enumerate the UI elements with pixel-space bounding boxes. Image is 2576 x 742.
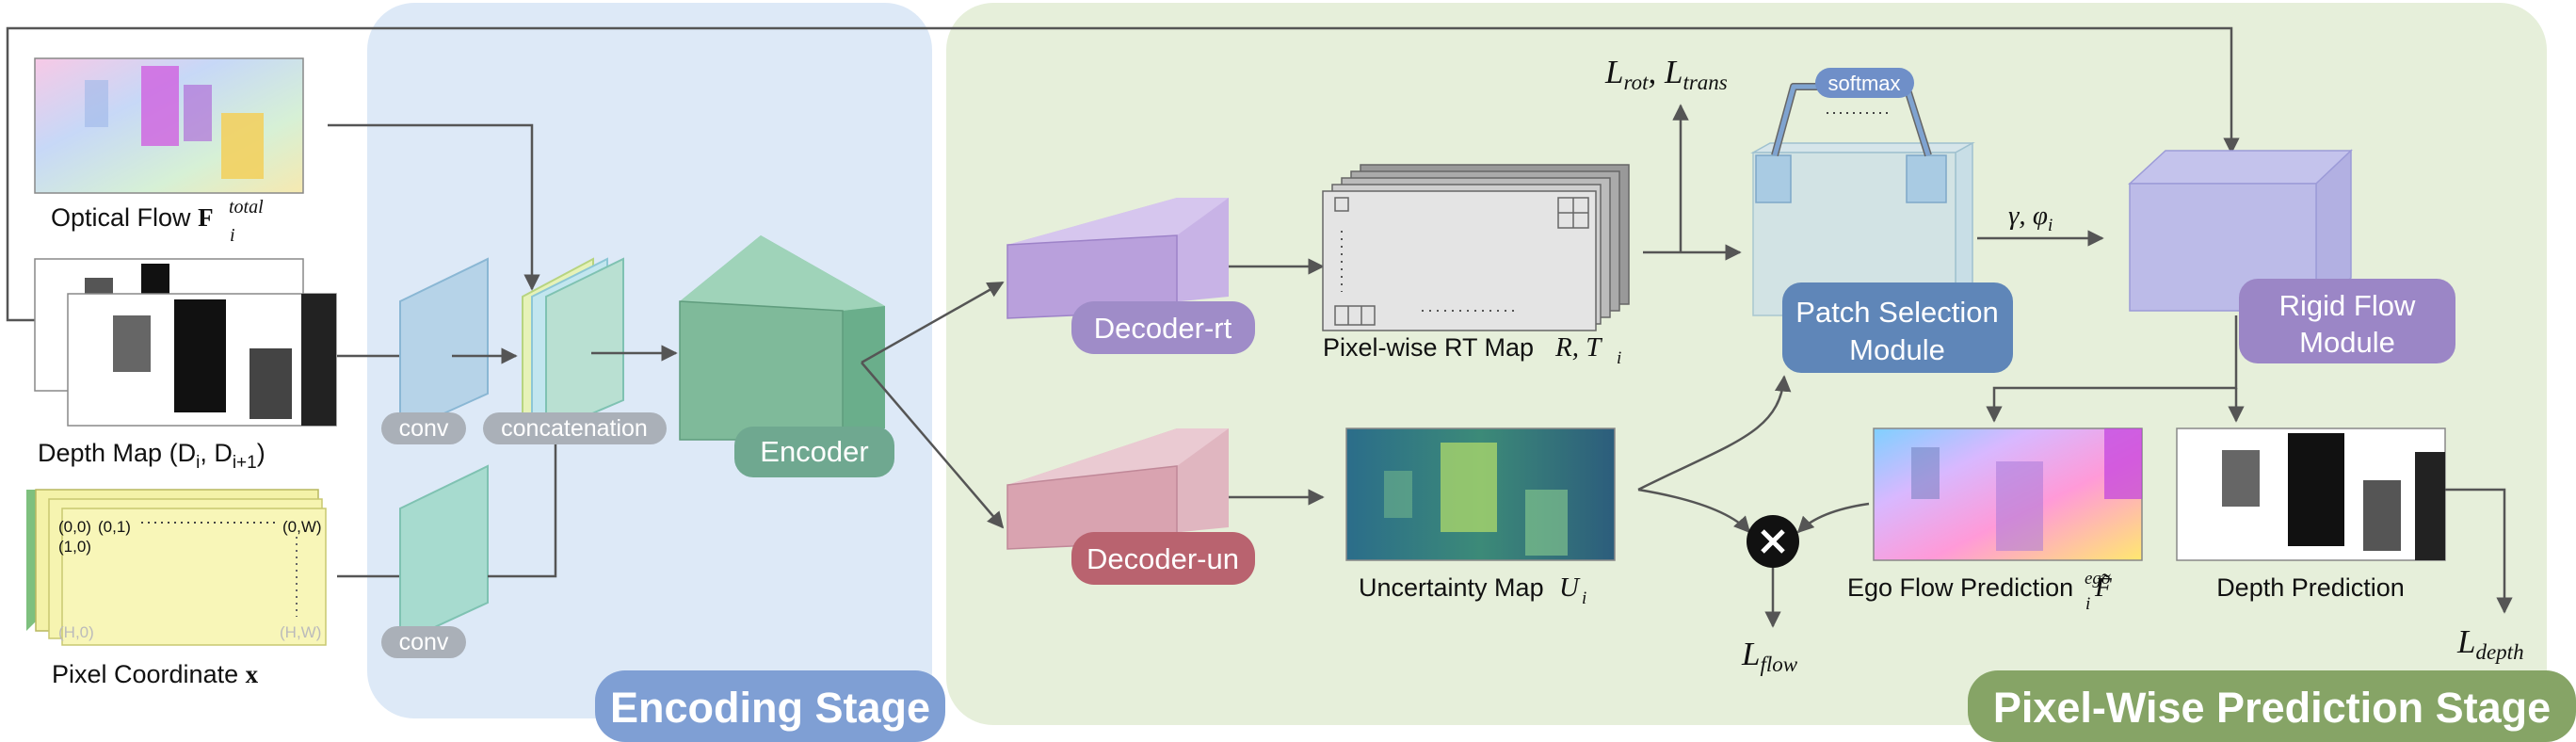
rt-map-label: Pixel-wise RT Map xyxy=(1323,333,1534,362)
loss-rot-trans: Lrot, Ltrans xyxy=(1604,54,1728,94)
rigid-flow-label-1: Rigid Flow xyxy=(2279,289,2416,322)
ego-flow-symbol: F̃ xyxy=(2094,573,2112,603)
conv-bottom-badge xyxy=(381,626,466,658)
conv-bottom-label: conv xyxy=(399,629,449,655)
prediction-stage-panel xyxy=(946,3,2547,725)
coord-h-0: (H,0) xyxy=(58,623,94,641)
loss-depth: Ldepth xyxy=(2456,623,2524,664)
rigid-flow-badge xyxy=(2239,279,2455,363)
arrow-ego-to-multiply xyxy=(1796,502,1870,534)
softmax-badge xyxy=(1815,68,1914,98)
uncertainty-map-var: U xyxy=(1559,573,1581,603)
encoding-stage-panel xyxy=(367,3,932,718)
decoder-un-block xyxy=(1006,428,1229,550)
conv-block-top xyxy=(399,257,489,435)
flow-feedback-line xyxy=(6,26,2240,322)
arrow-conv2-to-concat xyxy=(488,427,564,578)
loss-flow: Lflow xyxy=(1741,636,1798,676)
concatenation-block xyxy=(522,257,624,435)
arrow-uncertainty-to-multiply xyxy=(1637,488,1751,534)
patch-selection-label-2: Module xyxy=(1849,333,1945,366)
decoder-un-label: Decoder-un xyxy=(1087,542,1239,575)
ego-flow-label: Ego Flow Prediction xyxy=(1847,573,2073,602)
decoder-rt-block xyxy=(1006,198,1229,319)
prediction-stage-badge xyxy=(1968,670,2576,742)
arrow-uncertainty-to-patch xyxy=(1637,375,1792,492)
patch-selection-label-1: Patch Selection xyxy=(1795,296,1998,329)
uncertainty-map-subscript: i xyxy=(1582,589,1586,608)
decoder-rt-badge xyxy=(1071,301,1255,354)
coord-1-0: (1,0) xyxy=(58,538,91,556)
concatenation-badge xyxy=(483,412,667,444)
coord-0-1: (0,1) xyxy=(98,518,131,536)
encoder-badge xyxy=(734,427,894,477)
optical-flow-image xyxy=(34,57,304,194)
concatenation-label: concatenation xyxy=(501,415,648,442)
depth-prediction-label: Depth Prediction xyxy=(2216,573,2405,602)
arrow-encoder-to-decoder-un xyxy=(861,362,1005,529)
decoder-rt-label: Decoder-rt xyxy=(1094,312,1232,345)
depth-prediction-image xyxy=(2176,427,2446,561)
conv-block-bottom xyxy=(399,464,489,645)
rt-map-subscript: i xyxy=(1617,348,1621,368)
arrow-encoder-to-decoder-rt xyxy=(861,281,1005,364)
softmax-label: softmax xyxy=(1827,72,1900,95)
prediction-stage-label: Pixel-Wise Prediction Stage xyxy=(1993,684,2551,732)
conv-top-badge xyxy=(381,412,466,444)
rt-map-stack xyxy=(1322,164,1630,331)
rigid-flow-block xyxy=(2128,149,2353,313)
depth-map-label: Depth Map (Di, Di+1) xyxy=(38,439,266,473)
pixel-coordinate-grid xyxy=(26,489,327,646)
uncertainty-map-image xyxy=(1345,427,1616,561)
coord-0-w: (0,W) xyxy=(282,518,322,536)
depth-map-image-front xyxy=(67,293,337,427)
arrow-depth-to-loss xyxy=(2445,488,2513,614)
pixel-coordinate-label: Pixel Coordinate x xyxy=(52,660,259,688)
ego-flow-image xyxy=(1873,427,2143,561)
uncertainty-map-label: Uncertainty Map xyxy=(1359,573,1544,602)
multiply-icon xyxy=(1747,515,1799,568)
coord-0-0: (0,0) xyxy=(58,518,91,536)
coord-h-w: (H,W) xyxy=(280,623,321,641)
decoder-un-badge xyxy=(1071,532,1255,585)
optical-flow-superscript: total xyxy=(229,197,264,218)
encoder-label: Encoder xyxy=(760,435,868,468)
conv-top-label: conv xyxy=(399,415,449,442)
ego-flow-subscript: i xyxy=(2085,594,2090,614)
arrow-flow-to-concat xyxy=(328,123,540,291)
optical-flow-label: Optical Flow F xyxy=(51,203,214,232)
optical-flow-subscript: i xyxy=(230,225,235,246)
ego-flow-superscript: ego xyxy=(2085,569,2110,589)
encoding-stage-label: Encoding Stage xyxy=(610,684,930,732)
rt-map-vars: R, T xyxy=(1554,332,1602,363)
encoding-stage-badge xyxy=(595,670,945,742)
patch-selection-badge xyxy=(1782,282,2013,373)
encoder-block xyxy=(679,235,885,441)
gamma-phi-label: γ, φi xyxy=(2008,201,2053,235)
arrow-rigid-to-ego-flow xyxy=(1986,315,2238,423)
rigid-flow-label-2: Module xyxy=(2299,326,2395,359)
